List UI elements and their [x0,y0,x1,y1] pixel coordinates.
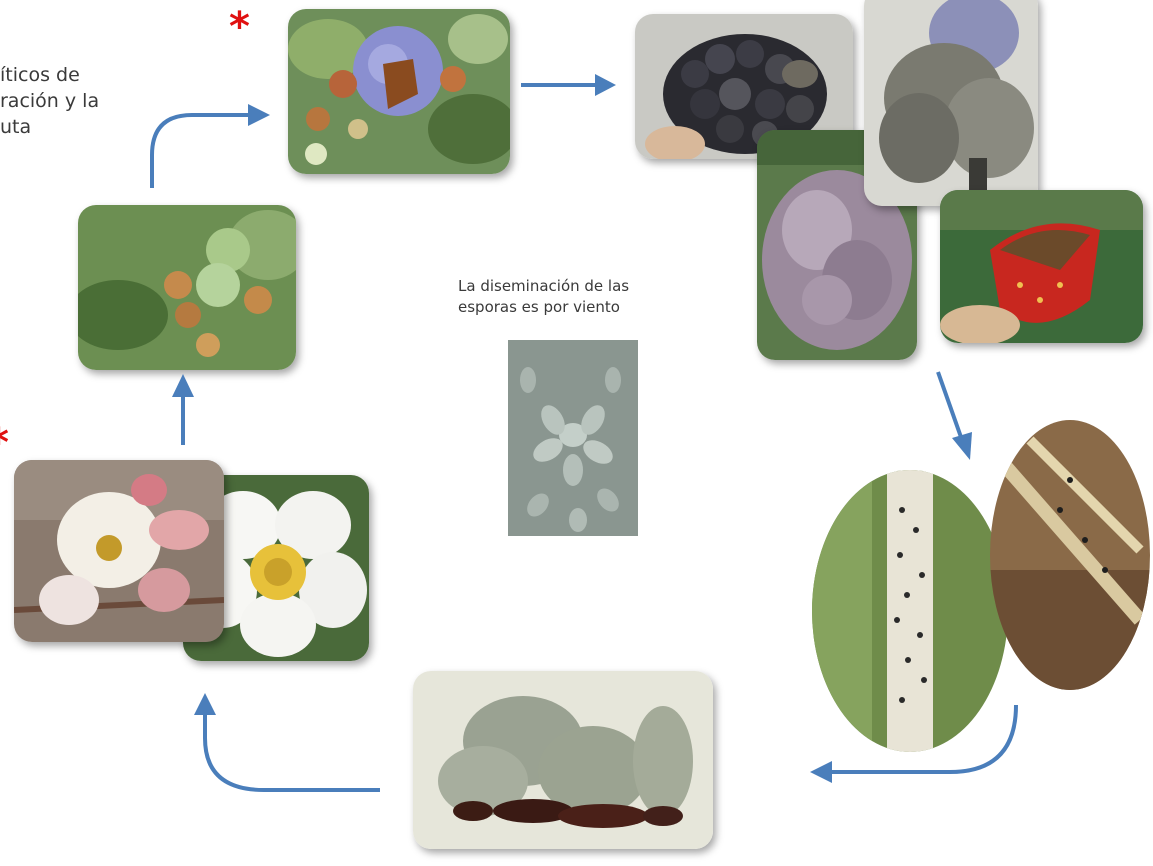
arrowhead-bottom-left [194,693,216,715]
arrowhead-diag [952,432,972,460]
arrow-bottom-left-curve [205,715,380,790]
arrow-green-to-top-curve [152,115,248,188]
arrow-diag-down [938,372,962,440]
arrowhead-bottom-right [810,761,832,783]
arrowhead-top-curve [248,104,270,126]
arrowhead-top-right [595,74,616,96]
arrow-bottom-right-curve [832,705,1016,772]
arrowhead-flower-up [172,374,194,397]
